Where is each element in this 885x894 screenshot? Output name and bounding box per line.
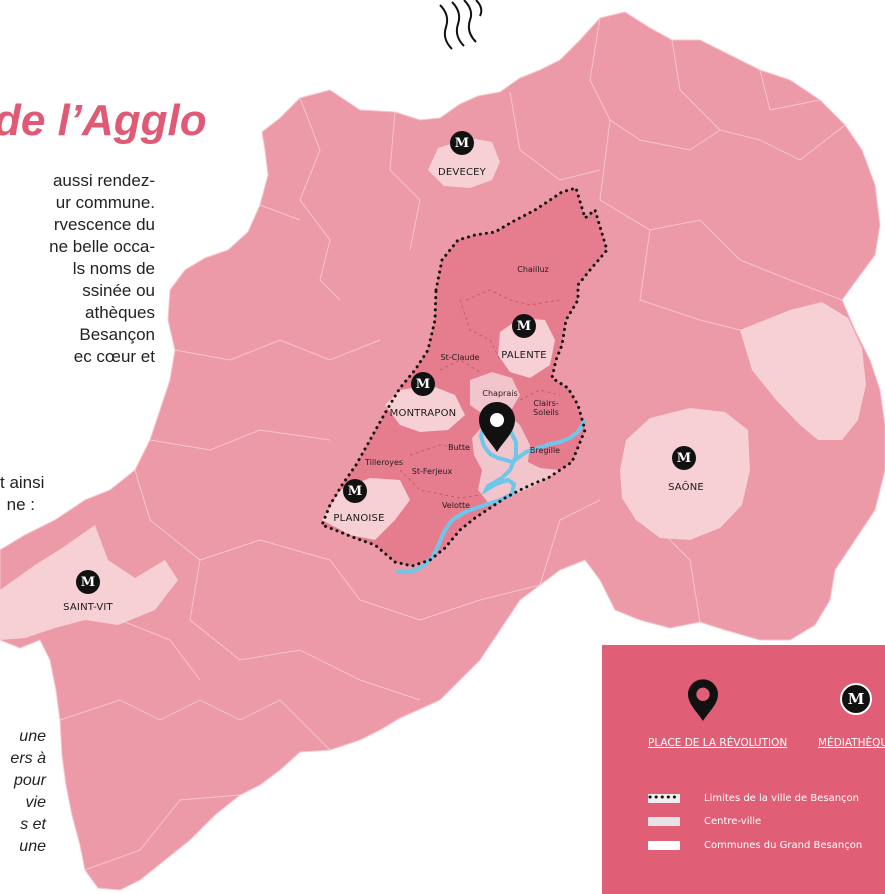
river-doubs (396, 420, 586, 574)
quote-line: s et (20, 816, 46, 833)
map-pin-icon (479, 402, 515, 452)
district-label: Butte (448, 443, 470, 452)
mediatheque-label: MONTRAPON (389, 408, 457, 419)
legend-row-limits: Limites de la ville de Besançon (648, 793, 859, 804)
quote-line: pour (13, 772, 46, 789)
palente-zone (498, 318, 555, 378)
district-label: Tilleroyes (364, 458, 404, 467)
intro-text-2: t ainsi ne : (0, 472, 45, 516)
quote-text: une ers à pour vie s et une (0, 726, 46, 858)
commune-east (740, 302, 866, 440)
m-circle-icon[interactable]: M (76, 570, 100, 594)
legend-row-communes: Communes du Grand Besançon (648, 840, 862, 851)
district-label: Chaprais (482, 389, 518, 398)
map-pin-icon (688, 679, 718, 721)
mediatheque-label: PALENTE (501, 350, 547, 361)
legend-row-centre: Centre-ville (648, 816, 761, 827)
city-limits (320, 186, 609, 568)
legend-place-label: PLACE DE LA RÉVOLUTION (648, 737, 788, 749)
district-label: Chailluz (517, 265, 549, 274)
communes-swatch (648, 841, 680, 850)
quote-line: une (19, 838, 46, 855)
squiggle-decoration (439, 0, 483, 50)
quote-line: une (19, 728, 46, 745)
district-label: Bregille (529, 446, 561, 455)
district-boundaries (399, 289, 561, 499)
intro-line: ne belle occa- (49, 237, 155, 256)
legend-item-label: Centre-ville (704, 816, 762, 827)
district-label: St-Ferjeux (411, 467, 453, 476)
map-legend: PLACE DE LA RÉVOLUTION M MÉDIATHÈQUE Lim… (602, 645, 885, 894)
m-circle-icon[interactable]: M (411, 372, 435, 396)
mediatheque-label: SAÔNE (668, 482, 704, 493)
intro-text: aussi rendez- ur commune. rvescence du n… (5, 170, 155, 368)
intro2-line: ne : (6, 495, 35, 514)
quote-line: vie (25, 794, 46, 811)
m-circle-icon[interactable]: M (512, 314, 536, 338)
intro-line: ls noms de (72, 259, 155, 278)
intro-line: rvescence du (53, 215, 155, 234)
mediatheque-label: PLANOISE (333, 513, 385, 524)
m-circle-icon: M (840, 683, 872, 715)
mediatheque-label: SAINT-VIT (63, 602, 113, 613)
mediatheque-label: DEVECEY (438, 167, 486, 178)
legend-mediatheque-label: MÉDIATHÈQUE (818, 737, 885, 749)
intro-line: aussi rendez- (52, 171, 155, 190)
intro-line: ssinée ou (82, 281, 155, 300)
commune-boundaries (59, 17, 846, 871)
quote-line: ers à (10, 750, 46, 767)
dotted-line-swatch (648, 794, 680, 803)
commune-saone (620, 408, 750, 540)
district-label: Velotte (441, 501, 471, 510)
m-circle-icon[interactable]: M (450, 131, 474, 155)
montrapon-zone (385, 385, 465, 432)
m-circle-icon[interactable]: M (672, 446, 696, 470)
intro-line: athèques (85, 303, 155, 322)
district-label: Clairs-Soleils (533, 399, 559, 417)
page-title: de l’Agglo (0, 96, 207, 145)
intro2-line: t ainsi (0, 473, 45, 492)
legend-item-label: Communes du Grand Besançon (704, 840, 863, 851)
centre-swatch (648, 817, 680, 826)
m-circle-icon[interactable]: M (343, 479, 367, 503)
commune-devecey (428, 138, 500, 188)
intro-line: ur commune. (55, 193, 155, 212)
intro-line: ec cœur et (73, 347, 155, 366)
intro-line: Besançon (79, 325, 155, 344)
legend-item-label: Limites de la ville de Besançon (704, 793, 859, 804)
district-label: St-Claude (440, 353, 480, 362)
